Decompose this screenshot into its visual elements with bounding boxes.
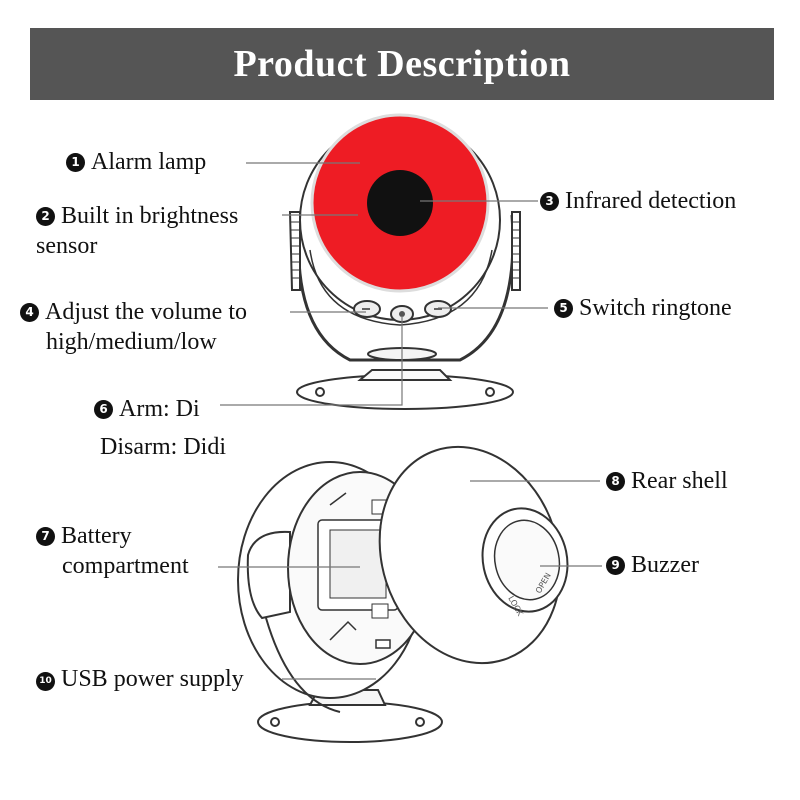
- rear-bracket: [246, 530, 291, 620]
- number-badge: 4: [20, 303, 39, 322]
- number-badge: 9: [606, 556, 625, 575]
- number-badge: 1: [66, 153, 85, 172]
- rear-base-plate: [257, 701, 443, 743]
- number-badge: 5: [554, 299, 573, 318]
- number-badge: 7: [36, 527, 55, 546]
- number-badge: 10: [36, 672, 55, 691]
- front-device: [288, 113, 521, 410]
- number-badge: 6: [94, 400, 113, 419]
- number-badge: 2: [36, 207, 55, 226]
- rear-device: LOCK OPEN: [237, 445, 569, 743]
- page-title: Product Description: [233, 43, 571, 85]
- front-base-neck: [357, 369, 453, 381]
- leader-6: [220, 316, 403, 406]
- number-badge: 8: [606, 472, 625, 491]
- leader-lines: [218, 162, 602, 680]
- header-banner: Product Description: [30, 28, 774, 100]
- number-badge: 3: [540, 192, 559, 211]
- usb-port: [375, 639, 391, 649]
- infrared-lens: [367, 170, 433, 236]
